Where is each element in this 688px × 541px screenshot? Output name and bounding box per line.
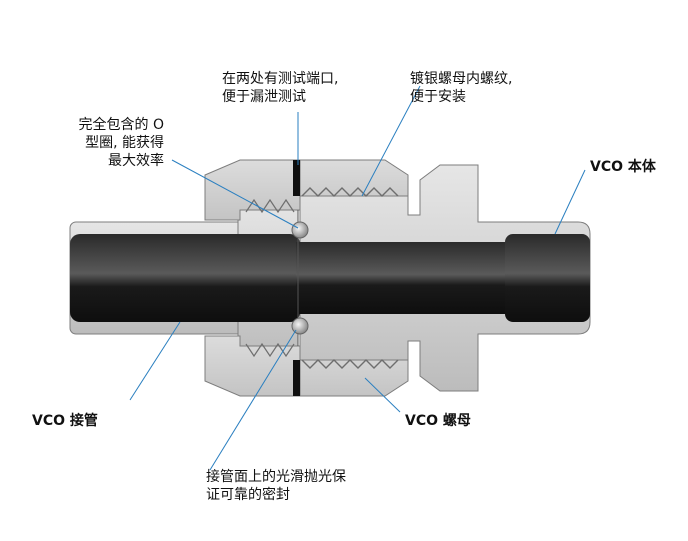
label-silver-thread-line1: 镀银螺母内螺纹, bbox=[410, 71, 513, 87]
test-port-top bbox=[293, 160, 300, 196]
leader-body bbox=[554, 169, 586, 235]
label-nut: VCO 螺母 bbox=[405, 413, 471, 429]
label-o-ring-line2: 型圈, 能获得 bbox=[85, 135, 164, 151]
thread-gland-bottom bbox=[245, 342, 295, 358]
label-test-ports-line2: 便于漏泄测试 bbox=[222, 89, 306, 105]
o-ring-bottom bbox=[291, 317, 309, 335]
label-sealing-face-line2: 证可靠的密封 bbox=[206, 487, 290, 503]
leader-silver-thread bbox=[361, 85, 421, 197]
label-gland: VCO 接管 bbox=[32, 413, 98, 429]
label-silver-thread-line2: 便于安装 bbox=[410, 89, 466, 105]
label-test-ports-line1: 在两处有测试端口, bbox=[222, 71, 339, 87]
label-o-ring-line1: 完全包含的 O bbox=[78, 117, 164, 133]
bore-passage bbox=[70, 234, 590, 322]
label-o-ring: 完全包含的 O 型圈, 能获得 最大效率 bbox=[48, 116, 164, 170]
leader-lines bbox=[129, 85, 586, 471]
thread-top bbox=[301, 187, 399, 197]
label-test-ports: 在两处有测试端口, 便于漏泄测试 bbox=[222, 70, 338, 106]
thread-gland-top bbox=[245, 198, 295, 214]
leader-sealing-face bbox=[209, 329, 297, 471]
leader-nut bbox=[364, 377, 401, 413]
label-body: VCO 本体 bbox=[590, 159, 656, 175]
leader-o-ring bbox=[171, 159, 299, 229]
label-sealing-face-line1: 接管面上的光滑抛光保 bbox=[206, 469, 346, 485]
thread-bottom bbox=[301, 359, 399, 369]
label-sealing-face: 接管面上的光滑抛光保 证可靠的密封 bbox=[206, 468, 346, 504]
o-ring-top bbox=[291, 221, 309, 239]
leader-gland bbox=[129, 321, 181, 401]
test-port-bottom bbox=[293, 360, 300, 396]
label-silver-thread: 镀银螺母内螺纹, 便于安装 bbox=[410, 70, 512, 106]
label-o-ring-line3: 最大效率 bbox=[108, 153, 164, 169]
